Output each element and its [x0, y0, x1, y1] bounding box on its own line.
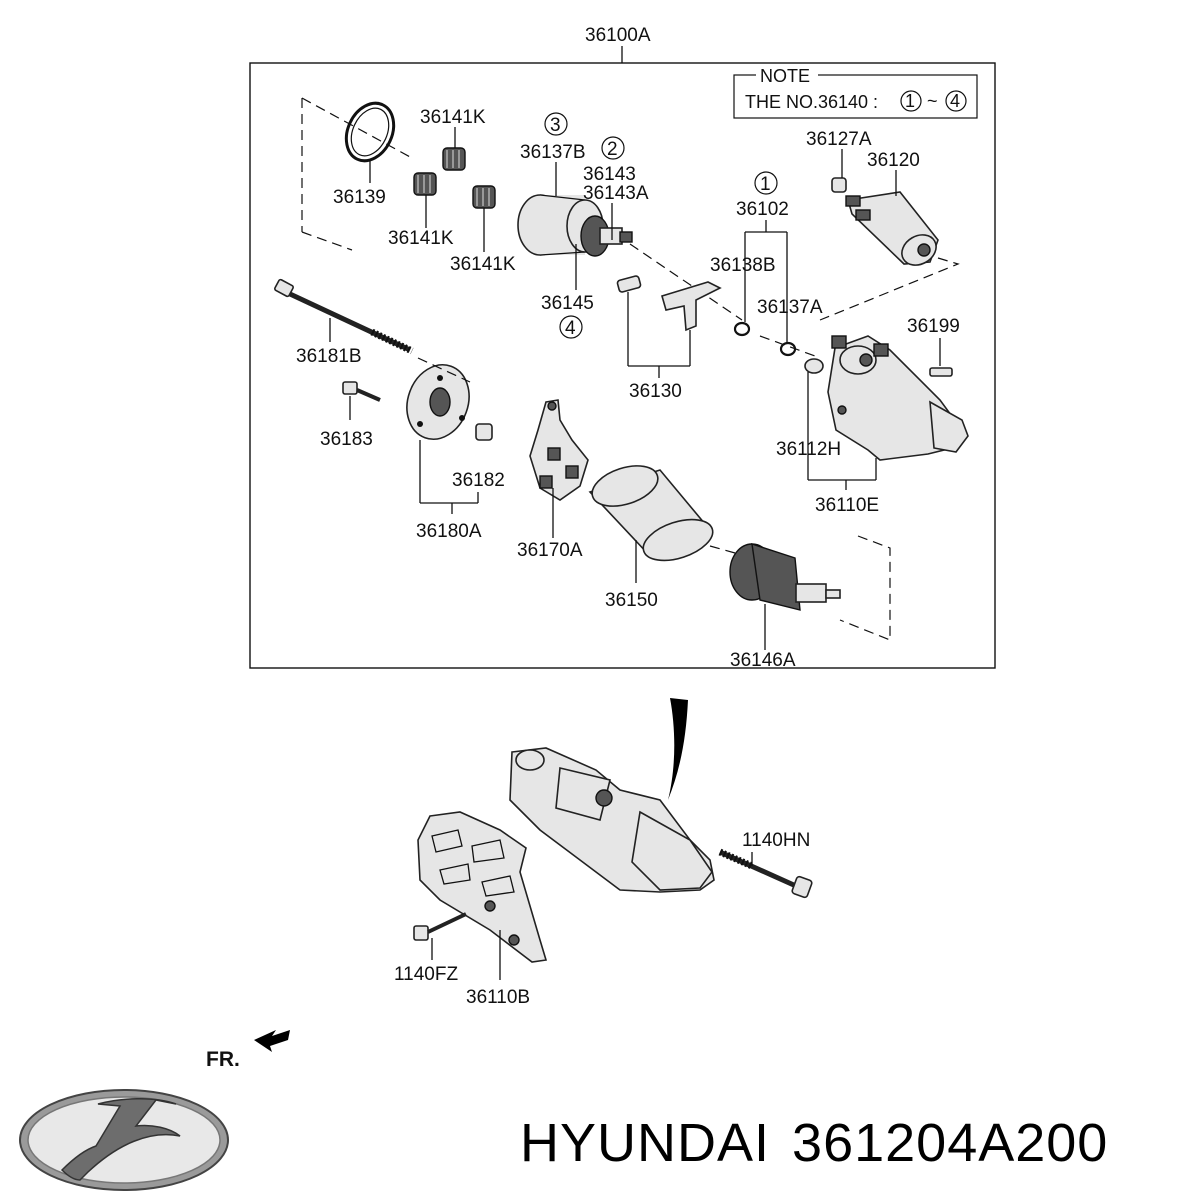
bolt-1140HN — [718, 848, 813, 899]
end-plate-36180A — [406, 364, 470, 440]
note-box: NOTE THE NO.36140 : 1 ~ 4 — [733, 66, 978, 119]
label-36127A: 36127A — [806, 129, 872, 150]
product-title: HYUNDAI 361204A200 — [520, 1112, 1130, 1174]
label-36137A: 36137A — [757, 297, 823, 318]
heat-shield-36110B — [417, 811, 548, 963]
label-36150: 36150 — [605, 590, 658, 611]
label-36139: 36139 — [333, 187, 386, 208]
label-36110E: 36110E — [815, 495, 879, 516]
label-36143A: 36143A — [583, 183, 649, 204]
through-bolt-36181B — [274, 278, 414, 355]
note-text: THE NO.36140 : — [745, 92, 878, 112]
note-range-start: 1 — [905, 91, 915, 111]
label-36146A: 36146A — [730, 650, 796, 671]
circled-3: 3 — [550, 115, 561, 136]
seal-ring-36139 — [344, 101, 396, 163]
label-36102: 36102 — [736, 199, 789, 220]
note-title: NOTE — [760, 66, 810, 86]
assembled-starter — [509, 747, 715, 893]
note-range-sep: ~ — [927, 91, 938, 111]
hyundai-logo — [19, 1089, 229, 1191]
front-direction-label: FR. — [206, 1048, 240, 1071]
label-36112H: 36112H — [776, 439, 841, 460]
planet-gear-2 — [413, 172, 437, 196]
label-36180A: 36180A — [416, 521, 482, 542]
circled-2: 2 — [607, 139, 618, 160]
assembly-pointer — [668, 698, 688, 800]
planetary-gear-assembly — [517, 194, 633, 257]
label-36143: 36143 — [583, 164, 636, 185]
label-36182: 36182 — [452, 470, 505, 491]
label-36138B: 36138B — [710, 255, 776, 276]
label-36141K-top: 36141K — [420, 107, 486, 128]
housing-36110E — [827, 335, 969, 461]
label-36141K-left: 36141K — [388, 228, 454, 249]
bolt-1140FZ — [413, 912, 467, 941]
label-36199: 36199 — [907, 316, 960, 337]
label-36181B: 36181B — [296, 346, 362, 367]
part-number: 361204A200 — [792, 1113, 1109, 1173]
label-36130: 36130 — [629, 381, 682, 402]
screw-36183 — [342, 381, 381, 402]
circled-4: 4 — [565, 318, 576, 339]
label-36137B: 36137B — [520, 142, 586, 163]
note-range-end: 4 — [950, 91, 960, 111]
yoke-36150 — [588, 465, 714, 562]
front-direction-arrow — [254, 1030, 290, 1052]
exploded-view-frame — [249, 62, 996, 669]
circled-1: 1 — [760, 174, 771, 195]
brush-holder-36170A — [529, 399, 589, 501]
planet-gear-3 — [472, 185, 496, 209]
solenoid-36120 — [831, 177, 939, 266]
brand-name: HYUNDAI — [520, 1113, 771, 1173]
planet-gear-1 — [442, 147, 466, 171]
label-36170A: 36170A — [517, 540, 583, 561]
bushing-36182 — [475, 423, 493, 441]
label-36145: 36145 — [541, 293, 594, 314]
label-36120: 36120 — [867, 150, 920, 171]
label-36110B: 36110B — [466, 987, 530, 1008]
shift-lever-36130 — [616, 275, 722, 332]
armature-36146A — [729, 542, 841, 611]
assembly-label: 36100A — [585, 25, 651, 46]
label-36141K-right: 36141K — [450, 254, 516, 275]
label-36183: 36183 — [320, 429, 373, 450]
label-1140HN: 1140HN — [742, 830, 810, 851]
label-1140FZ: 1140FZ — [394, 964, 458, 985]
